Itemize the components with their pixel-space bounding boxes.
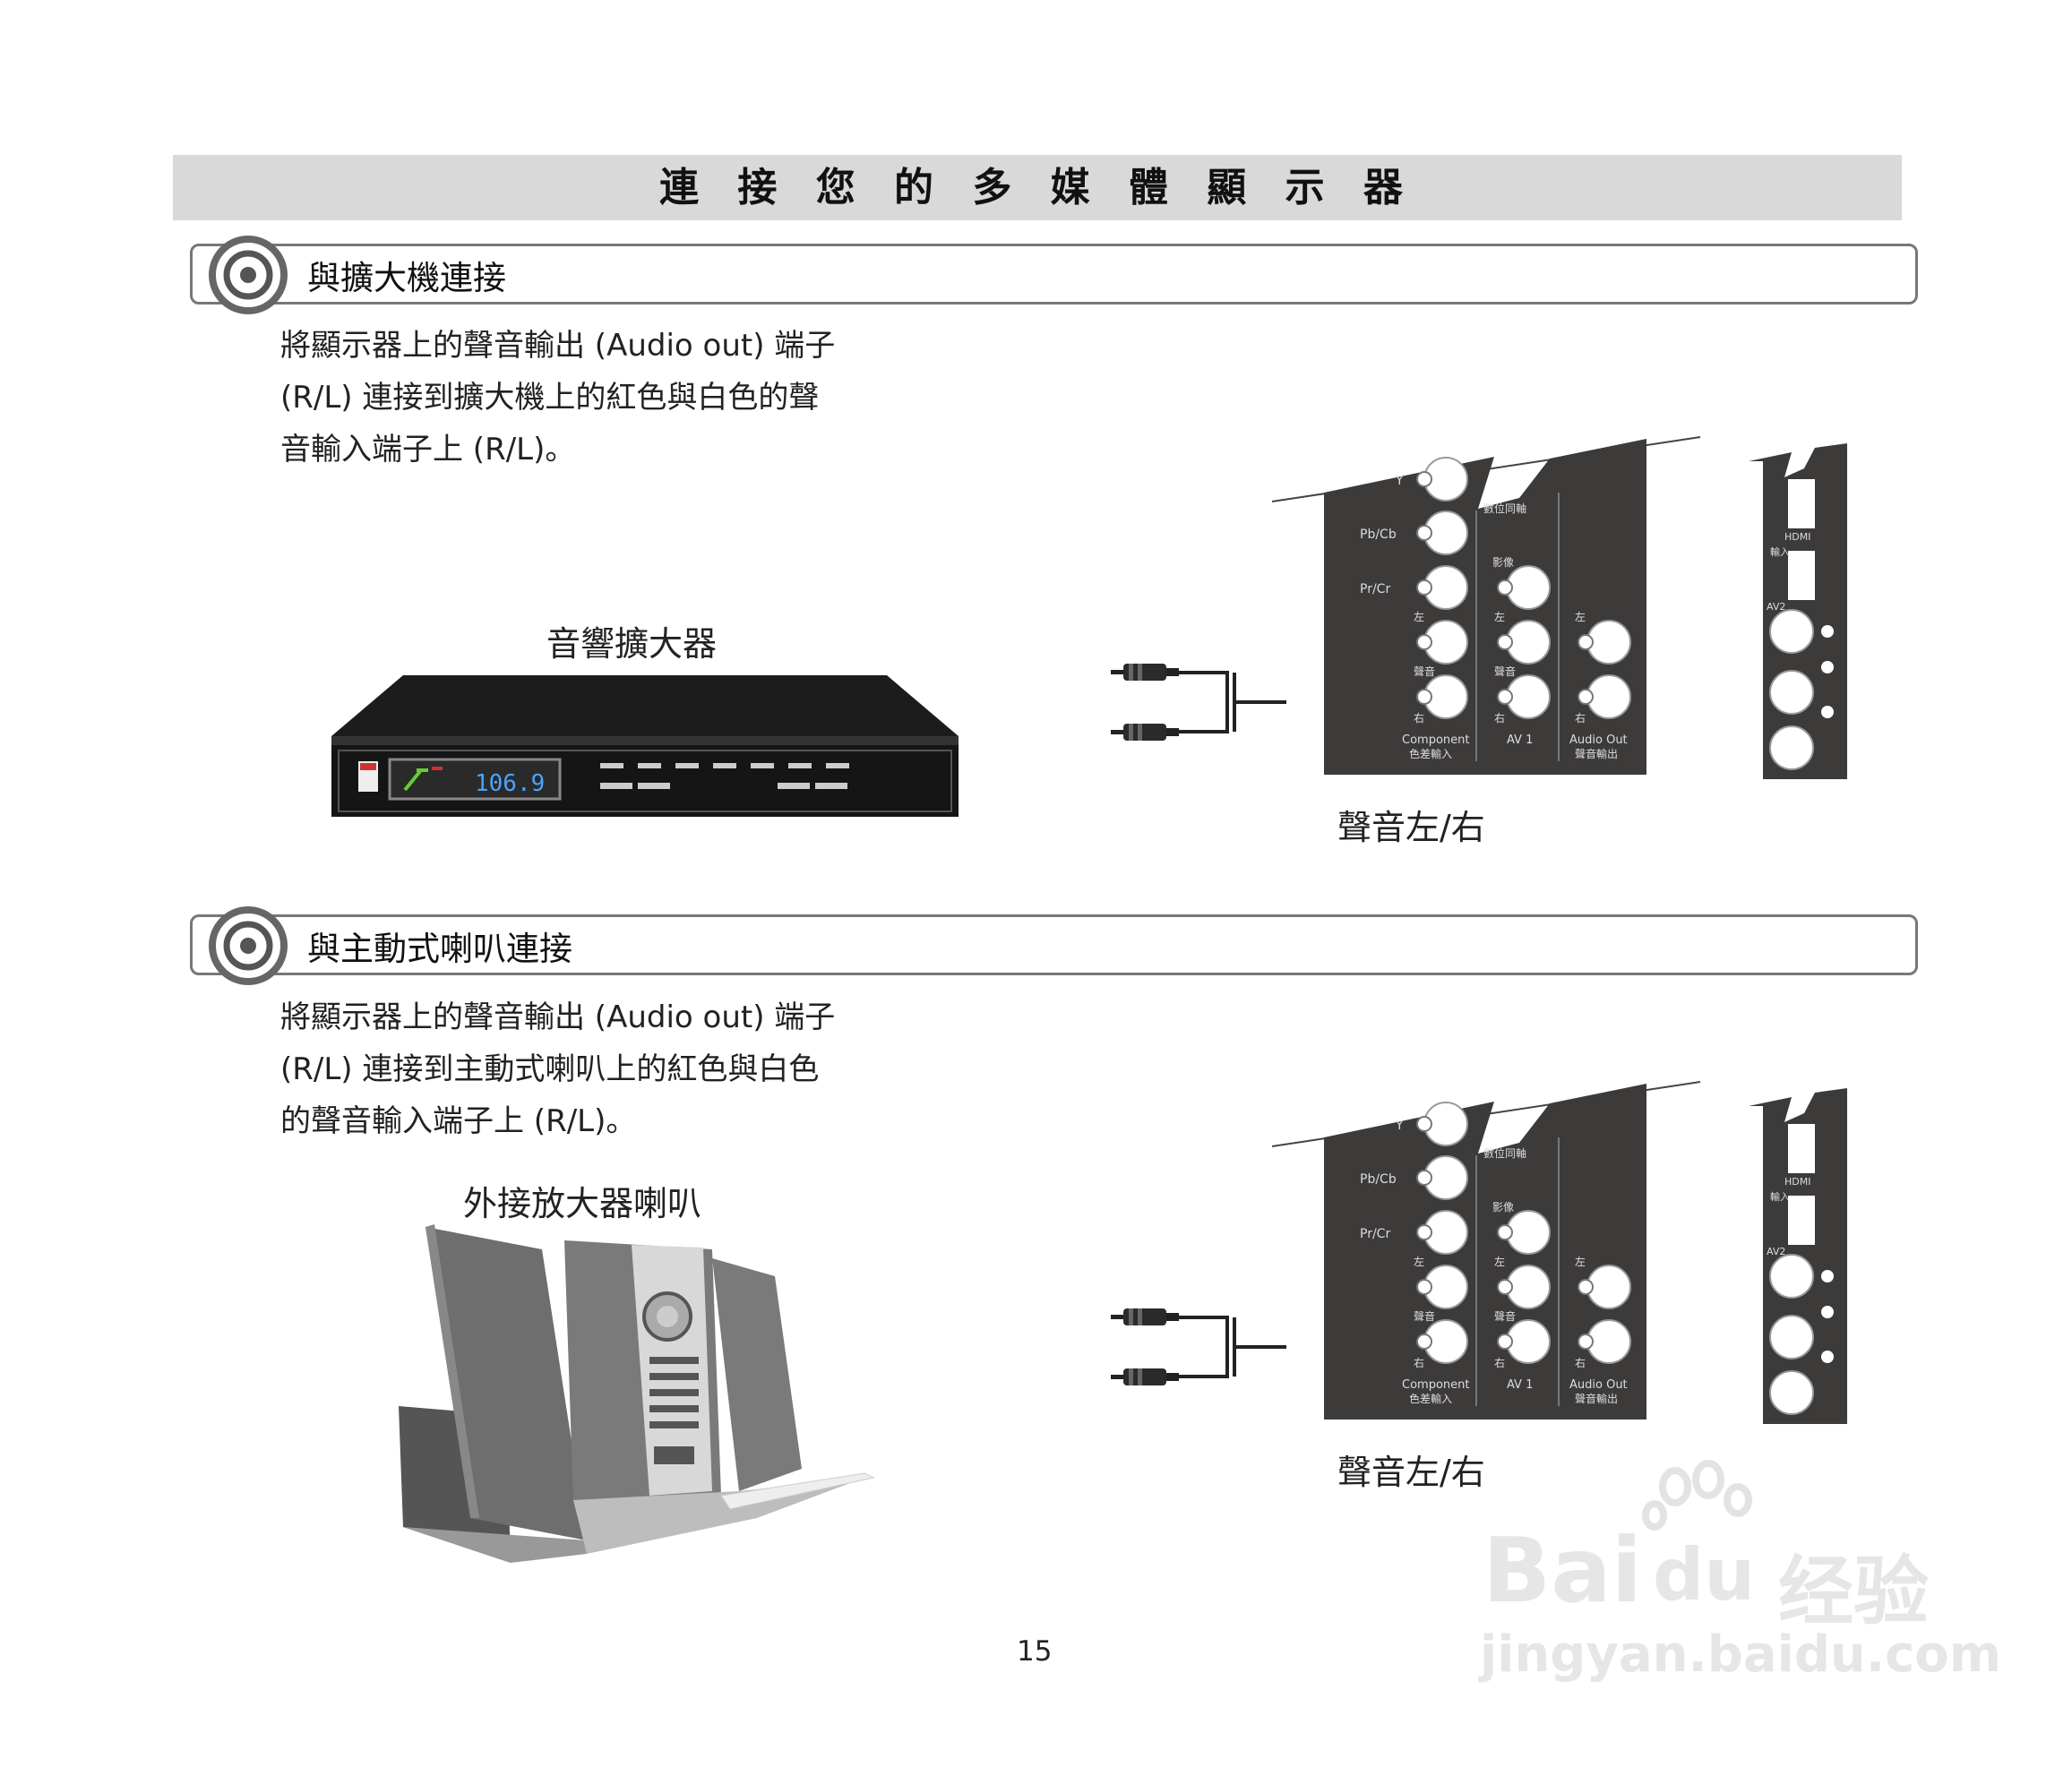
label-coax: 數位同軸: [1483, 1146, 1526, 1160]
section-bullet-icon: [209, 906, 288, 985]
label-component-cn: 色差輸入: [1409, 747, 1452, 760]
label-audio-out: Audio Out: [1569, 733, 1628, 747]
label-input: 輸入: [1770, 1190, 1790, 1203]
label-audio-out: Audio Out: [1569, 1378, 1628, 1392]
label-pr: Pr/Cr: [1360, 582, 1390, 596]
label-right: 右: [1494, 711, 1505, 725]
label-audio-out-cn: 聲音輸出: [1575, 1392, 1618, 1405]
section-text: 將顯示器上的聲音輸出 (Audio out) 端子 (R/L) 連接到擴大機上的…: [280, 320, 925, 476]
label-left: 左: [1494, 610, 1505, 623]
page-title: 連 接 您 的 多 媒 體 顯 示 器: [659, 165, 1415, 210]
label-left: 左: [1414, 610, 1424, 623]
text-line: 的聲音輸入端子上 (R/L)。: [280, 1103, 637, 1139]
audio-lr-caption: 聲音左/右: [1337, 808, 1485, 847]
rca-cable-icon: [1111, 1308, 1286, 1385]
label-right: 右: [1575, 711, 1586, 725]
label-component-cn: 色差輸入: [1409, 1392, 1452, 1405]
label-right: 右: [1494, 1356, 1505, 1369]
label-left: 左: [1494, 1255, 1505, 1268]
tv-back-panel: Y Pb/Cb Pr/Cr 數位同軸 影像 左 左 左 聲音 聲音 右 右 右 …: [1271, 1081, 1701, 1420]
label-component: Component: [1402, 1378, 1469, 1392]
watermark-brand: du: [1653, 1533, 1756, 1617]
label-audio-out-cn: 聲音輸出: [1575, 747, 1618, 760]
label-y: Y: [1395, 474, 1404, 488]
label-video: 影像: [1492, 1201, 1514, 1214]
label-hdmi: HDMI: [1784, 531, 1810, 543]
section-text: 將顯示器上的聲音輸出 (Audio out) 端子 (R/L) 連接到主動式喇叭…: [280, 991, 925, 1147]
label-component: Component: [1402, 733, 1469, 747]
label-audio: 聲音: [1414, 1309, 1435, 1323]
text-line: 將顯示器上的聲音輸出 (Audio out) 端子: [280, 328, 836, 364]
label-left: 左: [1575, 1255, 1586, 1268]
label-right: 右: [1575, 1356, 1586, 1369]
label-pr: Pr/Cr: [1360, 1227, 1390, 1241]
label-left: 左: [1575, 610, 1586, 623]
display-readout: 106.9: [475, 770, 545, 797]
watermark-brand: Bai: [1483, 1518, 1642, 1623]
label-av1: AV 1: [1507, 733, 1533, 747]
amplifier-illustration: 106.9: [331, 675, 959, 817]
label-audio: 聲音: [1414, 665, 1435, 678]
text-line: 將顯示器上的聲音輸出 (Audio out) 端子: [280, 999, 836, 1035]
label-hdmi: HDMI: [1784, 1176, 1810, 1188]
section-bullet-icon: [209, 236, 288, 314]
label-av2: AV2: [1767, 1246, 1785, 1257]
label-y: Y: [1395, 1119, 1404, 1133]
label-audio: 聲音: [1494, 665, 1516, 678]
label-left: 左: [1414, 1255, 1424, 1268]
section-heading: 與擴大機連接: [307, 259, 506, 297]
section-header-amplifier: [190, 244, 1918, 305]
speaker-system-illustration: [399, 1224, 875, 1563]
label-coax: 數位同軸: [1483, 502, 1526, 515]
title-bar: 連 接 您 的 多 媒 體 顯 示 器: [173, 155, 1902, 220]
speaker-caption: 外接放大器喇叭: [463, 1184, 702, 1223]
amplifier-caption: 音響擴大器: [546, 624, 718, 664]
label-input: 輸入: [1770, 545, 1790, 558]
rca-cable-icon: [1111, 664, 1286, 741]
tv-back-panel: Y Pb/Cb Pr/Cr 數位同軸 影像 左 左 左 聲音 聲音 右 右 右 …: [1271, 436, 1701, 775]
section-heading: 與主動式喇叭連接: [307, 930, 572, 968]
watermark-brand-cn: 经验: [1778, 1548, 1930, 1635]
page-number: 15: [1017, 1635, 1053, 1668]
label-video: 影像: [1492, 556, 1514, 569]
label-av1: AV 1: [1507, 1378, 1533, 1392]
tv-side-panel: HDMI 輸入 AV2: [1749, 1088, 1847, 1424]
label-av2: AV2: [1767, 601, 1785, 613]
audio-lr-caption: 聲音左/右: [1337, 1453, 1485, 1492]
paw-logo-icon: [1642, 1460, 1752, 1531]
tv-side-panel: HDMI 輸入 AV2: [1749, 443, 1847, 779]
watermark-url: jingyan.baidu.com: [1480, 1625, 2002, 1684]
text-line: (R/L) 連接到主動式喇叭上的紅色與白色: [280, 1051, 820, 1087]
label-pb: Pb/Cb: [1360, 528, 1397, 542]
label-right: 右: [1414, 1356, 1424, 1369]
label-right: 右: [1414, 711, 1424, 725]
text-line: 音輸入端子上 (R/L)。: [280, 432, 576, 467]
label-audio: 聲音: [1494, 1309, 1516, 1323]
label-pb: Pb/Cb: [1360, 1172, 1397, 1187]
text-line: (R/L) 連接到擴大機上的紅色與白色的聲: [280, 380, 820, 416]
section-header-speaker: [190, 914, 1918, 975]
